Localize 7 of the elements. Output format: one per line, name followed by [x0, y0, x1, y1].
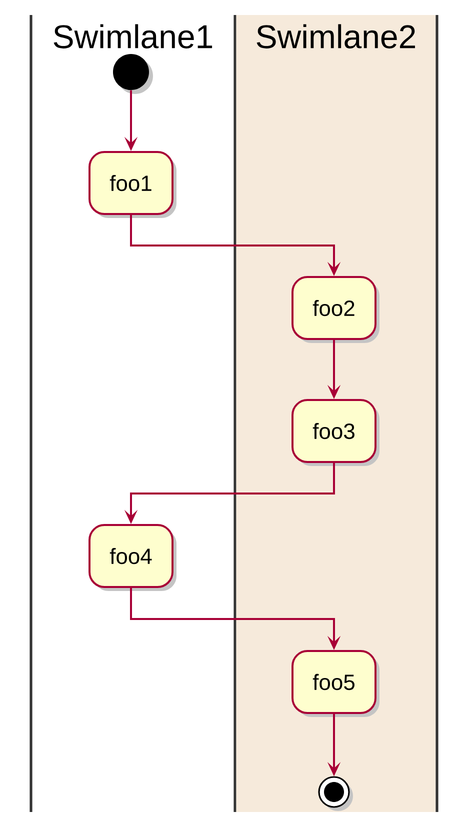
activity-box: foo5 — [292, 650, 380, 717]
end-circle — [318, 776, 353, 811]
activity-box: foo3 — [292, 399, 380, 466]
activity-box: foo1 — [88, 151, 176, 218]
activity-box: foo2 — [292, 276, 380, 343]
start-circle — [113, 54, 153, 94]
activity-box: foo4 — [88, 524, 176, 591]
